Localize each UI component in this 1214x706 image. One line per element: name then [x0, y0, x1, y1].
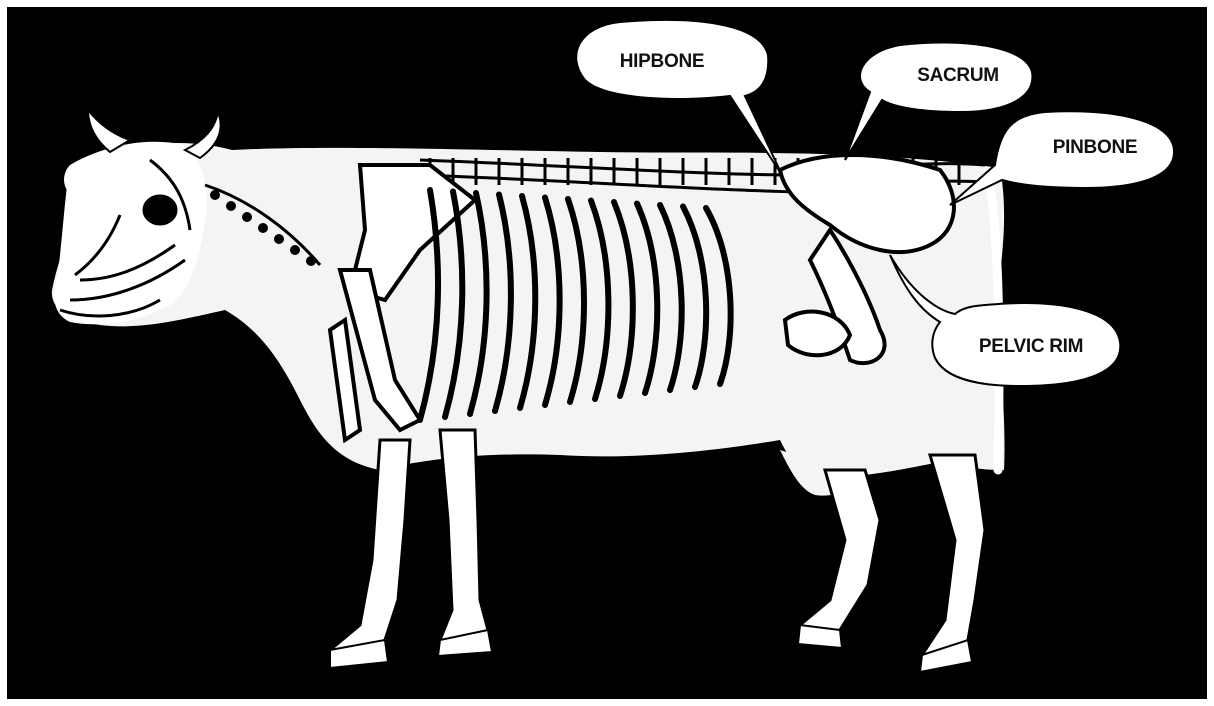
hipbone-callout-bubble: [576, 20, 782, 175]
pelvic-rim-callout-bubble: [890, 255, 1120, 386]
pinbone-callout-bubble: [950, 111, 1174, 205]
